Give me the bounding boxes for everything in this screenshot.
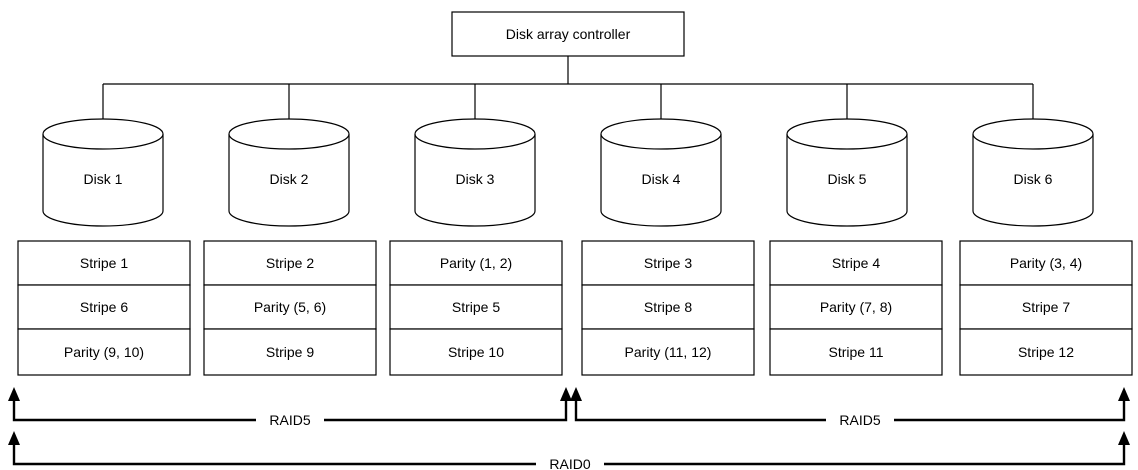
stripe-label: Stripe 6: [80, 299, 128, 315]
disk-3-cylinder-top: [414, 118, 536, 150]
stripe-cell: [581, 240, 755, 286]
disk-2-stripe-table: Stripe 2 Parity (5, 6) Stripe 9: [203, 240, 377, 376]
arrow-up-icon: [1118, 431, 1130, 445]
disk-3-label: Disk 3: [456, 171, 495, 187]
stripe-label: Stripe 12: [1018, 344, 1074, 360]
stripe-label: Parity (3, 4): [1010, 255, 1082, 271]
disk-6-label: Disk 6: [1014, 171, 1053, 187]
arrow-up-icon: [560, 387, 572, 401]
stripe-label: Stripe 4: [832, 255, 880, 271]
stripe-label: Parity (11, 12): [625, 344, 712, 360]
disk-2-cylinder-top: [228, 118, 350, 150]
stripe-label: Stripe 5: [452, 299, 500, 315]
stripe-cell: [203, 328, 377, 376]
stripe-cell: [203, 240, 377, 286]
disk-1-label: Disk 1: [84, 171, 123, 187]
raid0-label: RAID0: [549, 456, 590, 470]
raid0-label-bg: [536, 455, 604, 470]
stripe-cell: [959, 284, 1133, 330]
controller: Disk array controller: [451, 11, 685, 57]
disk-4-cylinder-icon: [600, 134, 722, 227]
stripe-label: Stripe 1: [80, 255, 128, 271]
stripe-cell: [769, 284, 943, 330]
stripe-cell: [17, 284, 191, 330]
disk-1-stripe-table: Stripe 1 Stripe 6 Parity (9, 10): [17, 240, 191, 376]
disk-2-label: Disk 2: [270, 171, 309, 187]
disk-2-cylinder-icon: [228, 134, 350, 227]
disk-5: Disk 5 Stripe 4 Parity (7, 8) Stripe 11: [769, 118, 943, 376]
stripe-label: Parity (9, 10): [64, 344, 144, 360]
arrow-up-icon: [8, 387, 20, 401]
arrow-up-icon: [8, 431, 20, 445]
stripe-cell: [17, 240, 191, 286]
raid5-right-label: RAID5: [839, 412, 880, 428]
disk-5-cylinder-top: [786, 118, 908, 150]
stripe-cell: [17, 328, 191, 376]
stripe-label: Parity (7, 8): [820, 299, 892, 315]
disk-3-cylinder-icon: [414, 134, 536, 227]
disk-6-cylinder-icon: [972, 134, 1094, 227]
disk-5-cylinder-icon: [786, 134, 908, 227]
stripe-cell: [959, 240, 1133, 286]
stripe-cell: [203, 284, 377, 330]
stripe-cell: [769, 328, 943, 376]
stripe-label: Stripe 11: [829, 344, 884, 360]
disk-2: Disk 2 Stripe 2 Parity (5, 6) Stripe 9: [203, 118, 377, 376]
raid0-bracket: RAID0: [8, 431, 1130, 470]
arrow-up-icon: [1118, 387, 1130, 401]
disk-4-label: Disk 4: [642, 171, 681, 187]
disk-4: Disk 4 Stripe 3 Stripe 8 Parity (11, 12): [581, 118, 755, 376]
disk-4-stripe-table: Stripe 3 Stripe 8 Parity (11, 12): [581, 240, 755, 376]
disk-3: Disk 3 Parity (1, 2) Stripe 5 Stripe 10: [389, 118, 563, 376]
controller-label: Disk array controller: [506, 26, 631, 42]
stripe-label: Stripe 9: [266, 344, 314, 360]
disk-1-cylinder-icon: [42, 134, 164, 227]
arrow-up-icon: [570, 387, 582, 401]
controller-bus: [102, 56, 1034, 121]
stripe-label: Stripe 3: [644, 255, 692, 271]
disk-1-cylinder-top: [42, 118, 164, 150]
stripe-cell: [959, 328, 1133, 376]
disk-4-cylinder-top: [600, 118, 722, 150]
stripe-label: Stripe 2: [266, 255, 314, 271]
disk-5-label: Disk 5: [828, 171, 867, 187]
stripe-label: Stripe 7: [1022, 299, 1070, 315]
stripe-label: Stripe 10: [448, 344, 504, 360]
disk-6: Disk 6 Parity (3, 4) Stripe 7 Stripe 12: [959, 118, 1133, 376]
stripe-cell: [581, 328, 755, 376]
stripe-cell: [389, 284, 563, 330]
raid5-right-bracket: RAID5: [570, 387, 1130, 430]
stripe-cell: [581, 284, 755, 330]
controller-box: [451, 11, 685, 57]
raid5-left-label: RAID5: [269, 412, 310, 428]
disk-5-stripe-table: Stripe 4 Parity (7, 8) Stripe 11: [769, 240, 943, 376]
raid5-left-bracket: RAID5: [8, 387, 572, 430]
disk-6-cylinder-top: [972, 118, 1094, 150]
stripe-cell: [769, 240, 943, 286]
disk-1: Disk 1 Stripe 1 Stripe 6 Parity (9, 10): [17, 118, 191, 376]
stripe-cell: [389, 328, 563, 376]
disk-6-stripe-table: Parity (3, 4) Stripe 7 Stripe 12: [959, 240, 1133, 376]
stripe-label: Parity (5, 6): [254, 299, 326, 315]
raid5-left-label-bg: [256, 410, 324, 430]
stripe-label: Parity (1, 2): [440, 255, 512, 271]
stripe-label: Stripe 8: [644, 299, 692, 315]
raid5-right-label-bg: [826, 410, 894, 430]
disk-3-stripe-table: Parity (1, 2) Stripe 5 Stripe 10: [389, 240, 563, 376]
